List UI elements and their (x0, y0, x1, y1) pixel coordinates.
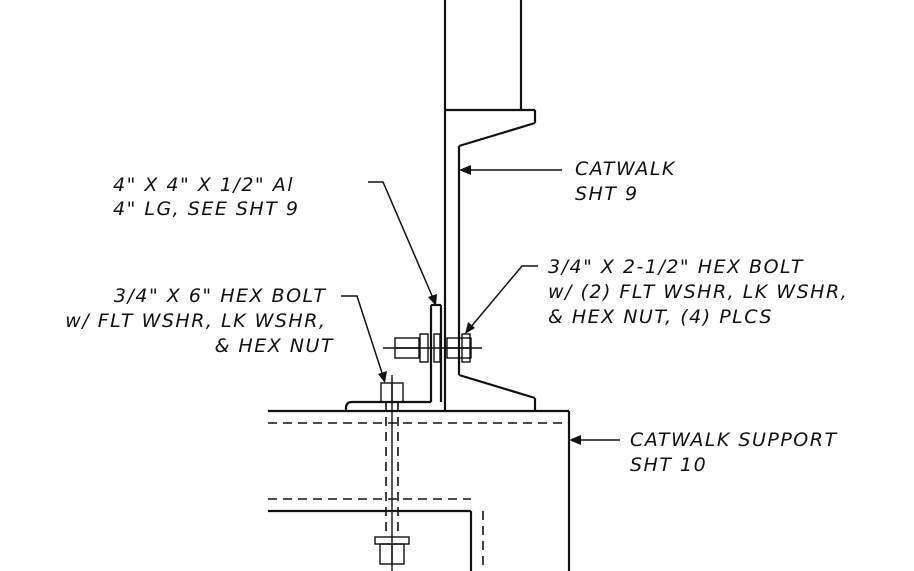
callout-hex-bolt-small-line-2: w/ FLT WSHR, LK WSHR, (65, 310, 326, 332)
vertical-hex-bolt (374, 375, 410, 571)
leader-hex-bolt-small (341, 295, 387, 383)
callout-hex-bolt-small-line-1: 3/4" X 6" HEX BOLT (114, 285, 327, 307)
callout-angle-line-2: 4" LG, SEE SHT 9 (113, 198, 299, 220)
callout-hex-bolt-large: 3/4" X 2-1/2" HEX BOLT w/ (2) FLT WSHR, … (548, 256, 856, 328)
catwalk-channel (443, 0, 537, 411)
horizontal-hex-bolt (383, 333, 482, 363)
callout-catwalk-support-line-2: SHT 10 (630, 454, 707, 476)
callout-catwalk-line-1: CATWALK (575, 158, 676, 180)
callout-hex-bolt-large-line-3: & HEX NUT, (4) PLCS (548, 306, 773, 328)
callout-catwalk-line-2: SHT 9 (575, 183, 639, 205)
callout-angle: 4" X 4" X 1/2" Al 4" LG, SEE SHT 9 (113, 174, 302, 220)
callout-angle-line-1: 4" X 4" X 1/2" Al (113, 174, 294, 196)
leader-angle (368, 181, 437, 306)
callout-hex-bolt-small: 3/4" X 6" HEX BOLT w/ FLT WSHR, LK WSHR,… (65, 285, 334, 357)
aluminum-angle (344, 303, 443, 411)
callout-hex-bolt-small-line-3: & HEX NUT (215, 335, 334, 357)
callout-hex-bolt-large-line-2: w/ (2) FLT WSHR, LK WSHR, (548, 281, 848, 303)
leader-hex-bolt-large (465, 265, 538, 334)
callout-catwalk-support: CATWALK SUPPORT SHT 10 (630, 429, 845, 476)
callout-hex-bolt-large-line-1: 3/4" X 2-1/2" HEX BOLT (548, 256, 804, 278)
catwalk-support-beam (268, 409, 571, 571)
callout-catwalk: CATWALK SHT 9 (575, 158, 683, 205)
callout-catwalk-support-line-1: CATWALK SUPPORT (630, 429, 838, 451)
leader-catwalk (459, 165, 562, 175)
leader-catwalk-support (569, 435, 620, 445)
